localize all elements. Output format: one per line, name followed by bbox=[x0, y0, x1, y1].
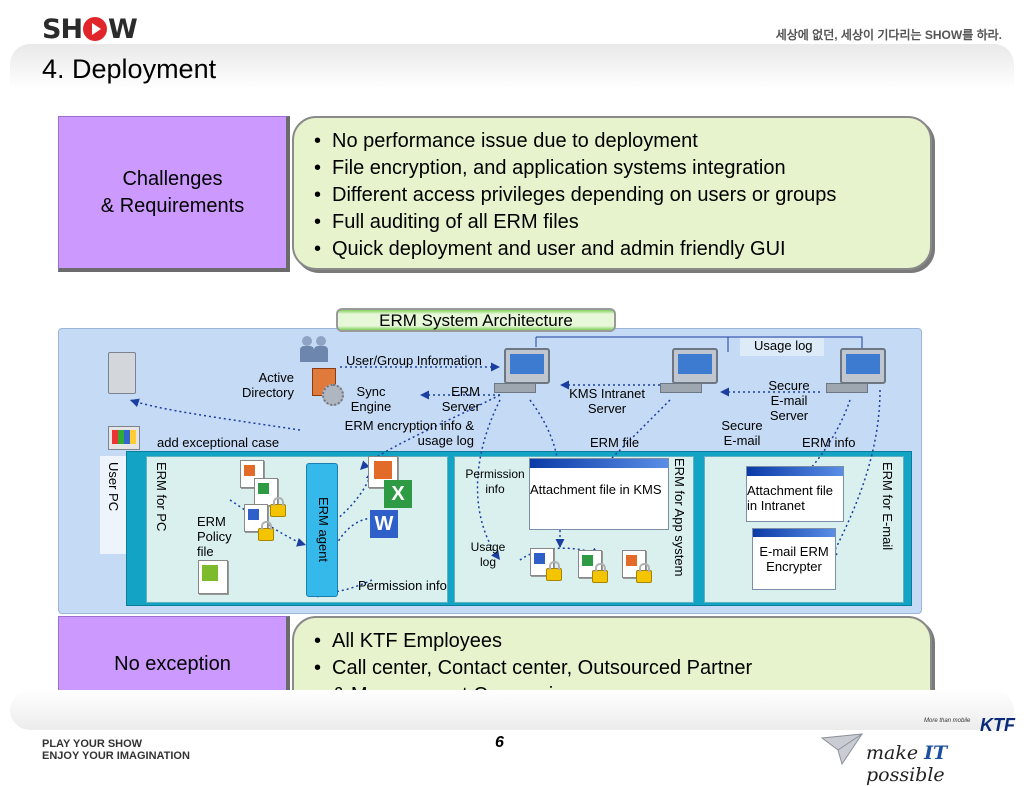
footer-band bbox=[10, 690, 1014, 730]
challenges-box: No performance issue due to deployment F… bbox=[292, 116, 932, 270]
exception-list: All KTF Employees Call center, Contact c… bbox=[312, 628, 930, 682]
keyboard-icon bbox=[494, 383, 536, 393]
erm-email-strip bbox=[876, 458, 898, 556]
user-pc-icon bbox=[108, 426, 140, 450]
challenges-label-line1: Challenges bbox=[122, 167, 223, 190]
lock-icon bbox=[270, 497, 286, 517]
word-icon: W bbox=[370, 510, 398, 538]
intranet-window: Attachment file in Intranet bbox=[746, 466, 844, 522]
email-erm-encrypter-label: E-mail ERM Encrypter bbox=[759, 544, 829, 574]
kms-window: Attachment file in KMS bbox=[529, 458, 669, 530]
secure-email-label: Secure E-mail bbox=[721, 418, 763, 448]
list-item: Call center, Contact center, Outsourced … bbox=[312, 655, 930, 682]
lock-icon bbox=[546, 561, 562, 581]
list-item: Full auditing of all ERM files bbox=[312, 209, 930, 236]
email-encrypter-window: E-mail ERM Encrypter bbox=[752, 528, 836, 590]
list-item: All KTF Employees bbox=[312, 628, 930, 655]
computer-icon bbox=[840, 348, 886, 384]
it-text: IT bbox=[924, 742, 948, 764]
paper-plane-icon bbox=[820, 733, 864, 766]
permission-info-label: Permission info bbox=[358, 578, 447, 593]
footer-slogan-line2: ENJOY YOUR IMAGINATION bbox=[42, 750, 190, 762]
ktf-logo: KTF bbox=[980, 715, 1015, 735]
usage-log-app-label: Usage log bbox=[470, 540, 506, 569]
add-exceptional-case-label: add exceptional case bbox=[157, 435, 280, 450]
page-title: 4. Deployment bbox=[42, 54, 217, 84]
attachment-intranet-label: Attachment file in Intranet bbox=[747, 483, 833, 513]
excel-icon: X bbox=[384, 480, 412, 508]
user-pc-label: User PC bbox=[106, 462, 121, 512]
erm-server-label: ERM Server bbox=[441, 384, 480, 414]
erm-for-app-label: ERM for App system bbox=[672, 458, 687, 577]
attachment-kms-label: Attachment file in KMS bbox=[530, 482, 662, 497]
page-number: 6 bbox=[495, 734, 504, 751]
list-item: Quick deployment and user and admin frie… bbox=[312, 236, 930, 263]
keyboard-icon bbox=[826, 383, 868, 393]
make-text: make bbox=[866, 742, 919, 764]
list-item: Different access privileges depending on… bbox=[312, 182, 930, 209]
secure-email-server-label: Secure E-mail Server bbox=[768, 378, 810, 423]
footer-slogan-line1: PLAY YOUR SHOW bbox=[42, 738, 143, 750]
erm-agent: ERM agent bbox=[306, 463, 338, 597]
erm-for-email-label: ERM for E-mail bbox=[880, 462, 895, 551]
erm-policy-file-label: ERM Policy file bbox=[197, 514, 232, 559]
make-it-possible: make IT possible bbox=[866, 742, 1024, 786]
erm-info-label: ERM info bbox=[802, 435, 856, 450]
challenges-list: No performance issue due to deployment F… bbox=[312, 128, 930, 263]
list-item: File encryption, and application systems… bbox=[312, 155, 930, 182]
lock-icon bbox=[592, 563, 608, 583]
computer-icon bbox=[504, 348, 550, 384]
list-item: No performance issue due to deployment bbox=[312, 128, 930, 155]
challenges-label-line2: & Requirements bbox=[100, 194, 245, 217]
erm-encryption-log-label: ERM encryption info & usage log bbox=[344, 418, 474, 448]
gear-icon bbox=[322, 384, 344, 406]
header-band bbox=[10, 44, 1014, 110]
footer-slogan: PLAY YOUR SHOW ENJOY YOUR IMAGINATION bbox=[42, 738, 190, 762]
printer-icon bbox=[108, 352, 136, 394]
more-than-mobile: More than mobile bbox=[924, 718, 971, 724]
lock-icon bbox=[258, 521, 274, 541]
challenges-label: Challenges & Requirements bbox=[58, 116, 290, 272]
erm-for-pc-label: ERM for PC bbox=[154, 462, 169, 532]
user-pc-strip bbox=[100, 456, 126, 554]
usage-log-label: Usage log bbox=[740, 338, 824, 356]
users-group-icon bbox=[300, 336, 332, 372]
architecture-title: ERM System Architecture bbox=[336, 308, 616, 332]
permission-info-app-label: Permission info bbox=[465, 467, 525, 496]
keyboard-icon bbox=[660, 383, 702, 393]
connector-lines bbox=[129, 336, 881, 598]
user-group-info-label: User/Group Information bbox=[346, 353, 482, 368]
erm-file-label: ERM file bbox=[590, 435, 640, 450]
play-icon bbox=[83, 17, 108, 41]
lock-icon bbox=[636, 563, 652, 583]
slogan: 세상에 없던, 세상이 기다리는 SHOW를 하라. bbox=[775, 28, 1002, 42]
computer-icon bbox=[672, 348, 718, 384]
kms-server-label: KMS Intranet Server bbox=[569, 386, 645, 416]
active-directory-label: Active Directory bbox=[241, 370, 294, 400]
policy-file-icon bbox=[198, 560, 228, 594]
sync-engine-label: Sync Engine bbox=[350, 384, 392, 414]
possible-text: possible bbox=[866, 764, 945, 786]
